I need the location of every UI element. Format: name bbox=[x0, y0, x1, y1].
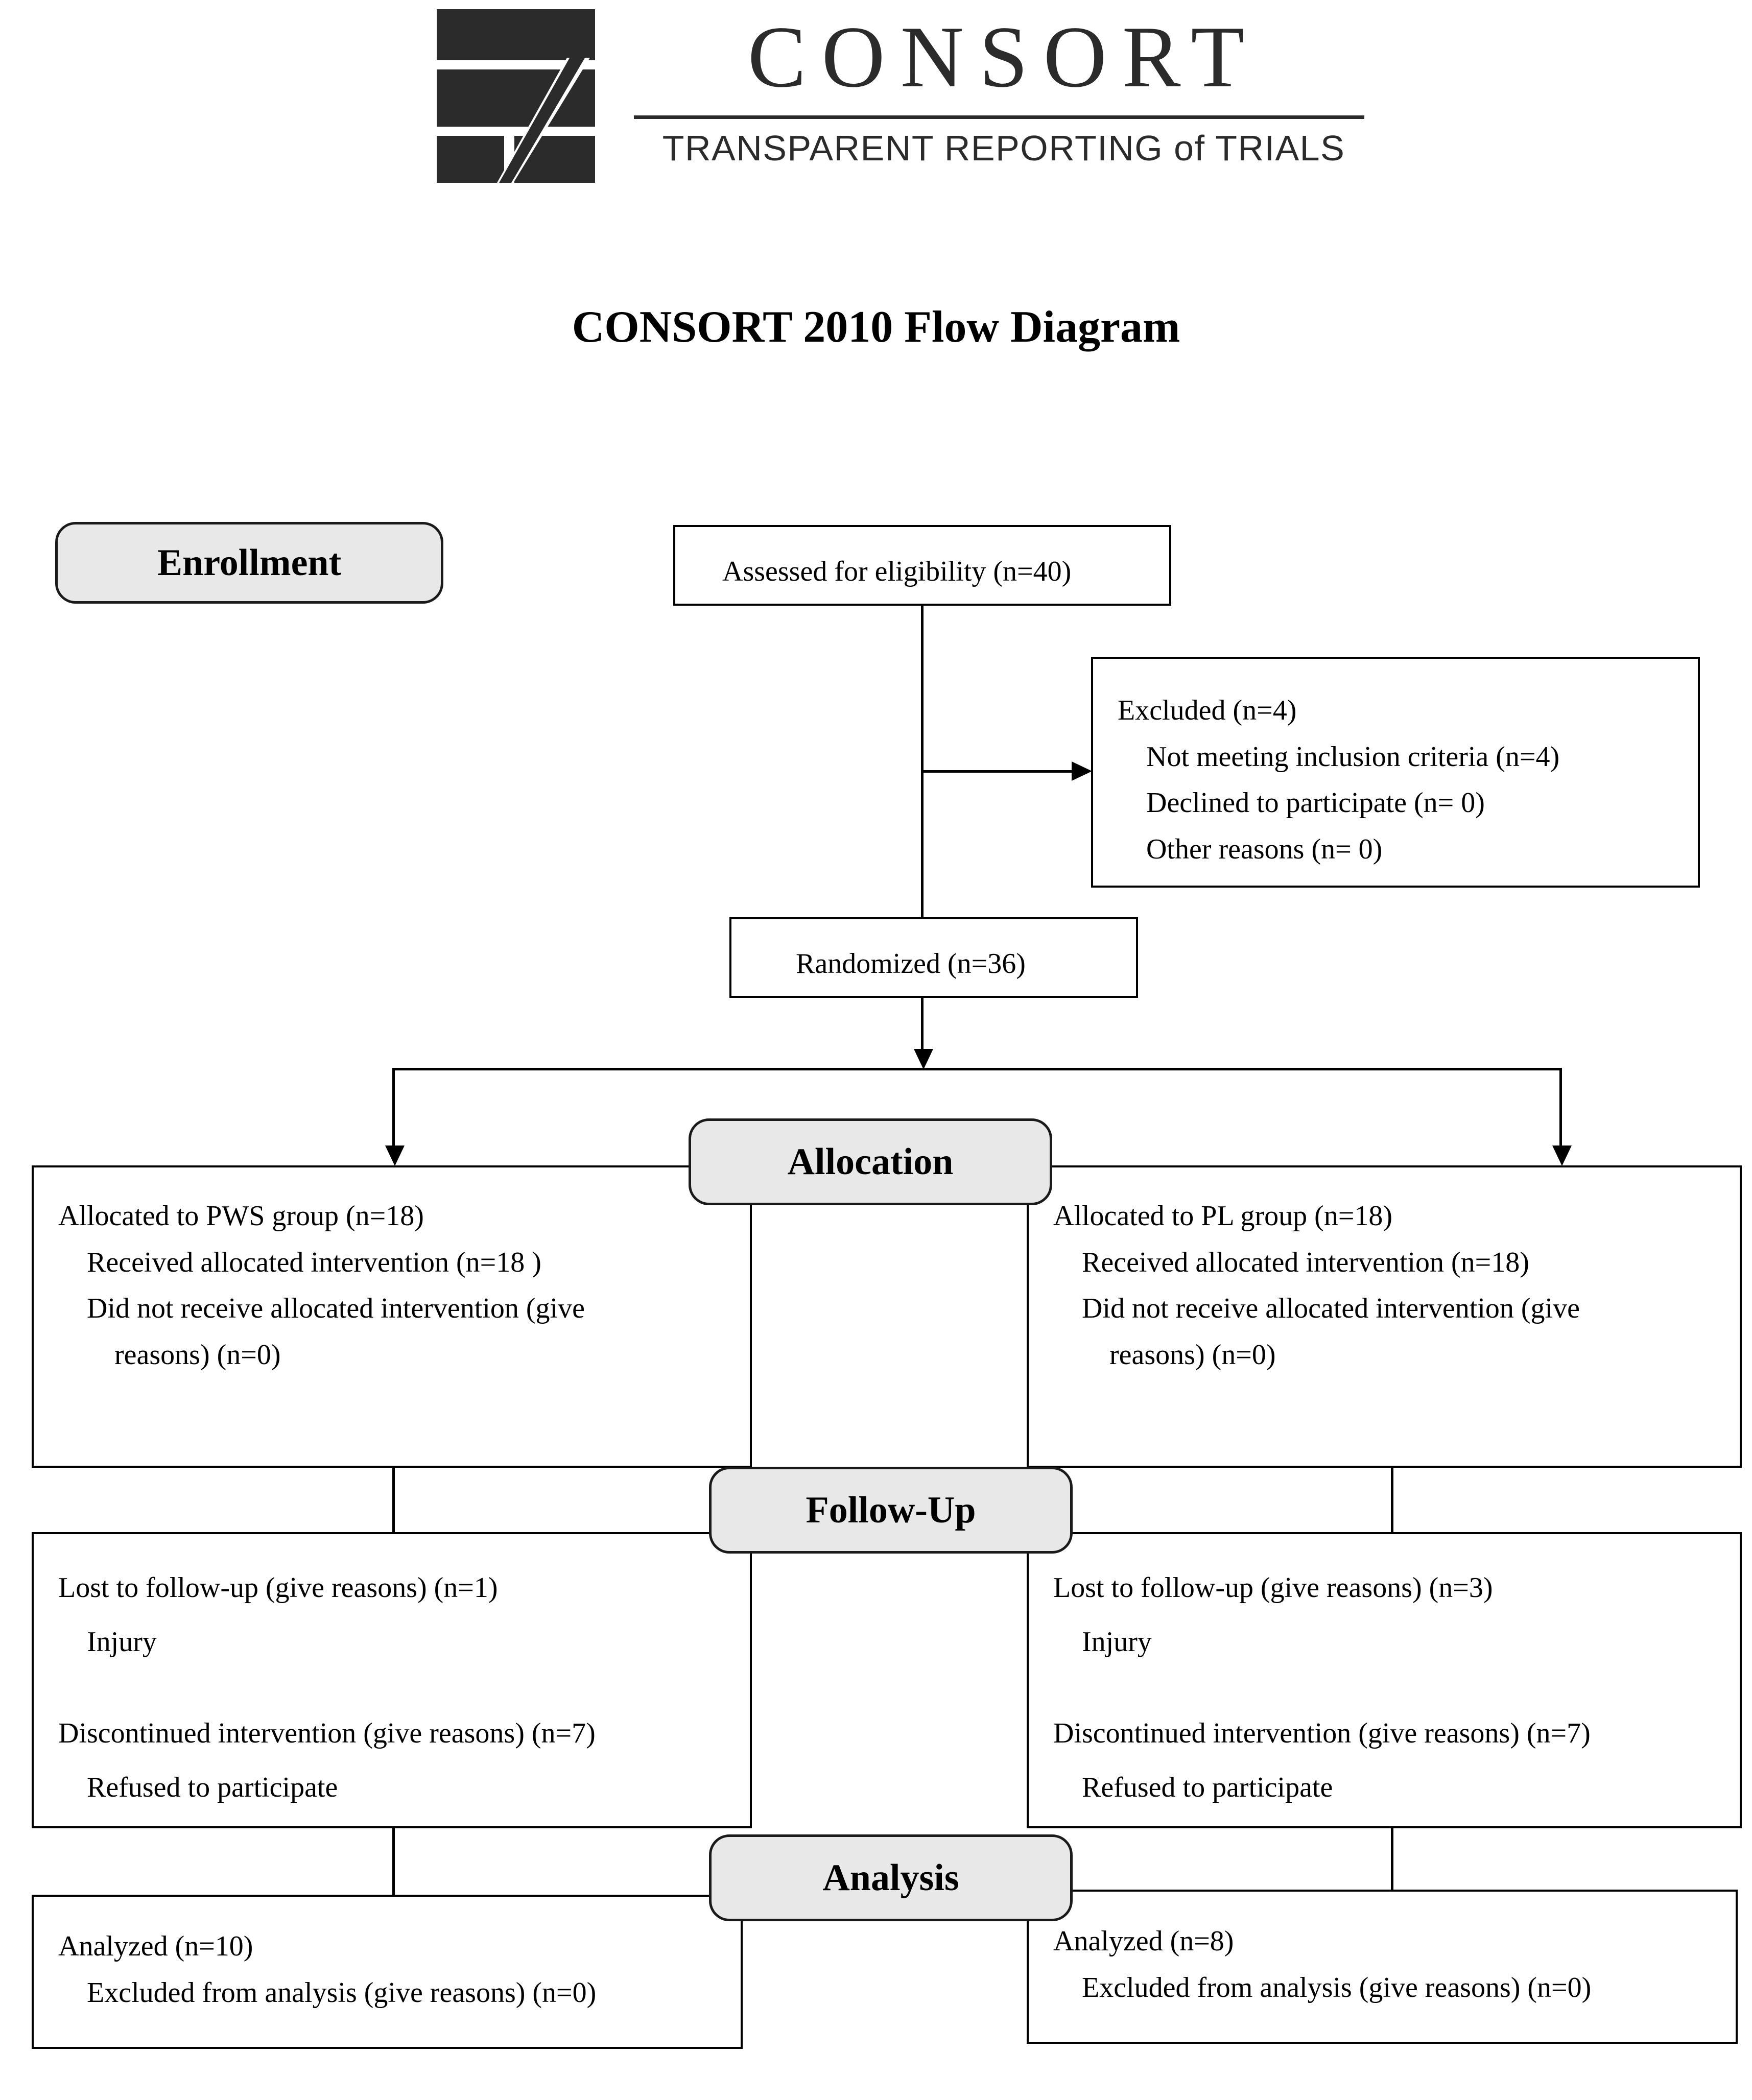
connector-randomized-down bbox=[921, 998, 924, 1049]
box-excluded: Excluded (n=4) Not meeting inclusion cri… bbox=[1091, 657, 1700, 888]
arrowhead-to-left-allocation bbox=[385, 1146, 405, 1166]
box-assessed-for-eligibility: Assessed for eligibility (n=40) bbox=[673, 525, 1171, 606]
arrowhead-randomized-to-split bbox=[914, 1049, 933, 1069]
box-analysis-pws: Analyzed (n=10) Excluded from analysis (… bbox=[32, 1895, 743, 2049]
excluded-title: Excluded (n=4) bbox=[1118, 695, 1297, 726]
randomized-text: Randomized (n=36) bbox=[796, 948, 1026, 980]
box-randomized: Randomized (n=36) bbox=[729, 917, 1138, 998]
box-followup-pws: Lost to follow-up (give reasons) (n=1) I… bbox=[32, 1532, 752, 1828]
followup-pl-spacer bbox=[1053, 1669, 1740, 1706]
excluded-reason-other: Other reasons (n= 0) bbox=[1146, 833, 1383, 866]
consort-wordmark: CONSORT bbox=[747, 9, 1260, 106]
box-followup-pl: Lost to follow-up (give reasons) (n=3) I… bbox=[1027, 1532, 1742, 1828]
excluded-reason-not-meeting-criteria: Not meeting inclusion criteria (n=4) bbox=[1146, 741, 1560, 773]
stage-badge-analysis: Analysis bbox=[709, 1834, 1073, 1921]
arrowhead-to-excluded bbox=[1072, 761, 1092, 781]
consort-logo: CONSORT TRANSPARENT REPORTING of TRIALS bbox=[437, 9, 1377, 183]
consort-logo-text: CONSORT TRANSPARENT REPORTING of TRIALS bbox=[631, 9, 1377, 183]
followup-pws-line-4: Refused to participate bbox=[87, 1772, 338, 1804]
connector-followup-pl-to-analysis bbox=[1391, 1828, 1393, 1926]
allocation-pws-line-1: Allocated to PWS group (n=18) bbox=[58, 1200, 424, 1232]
allocation-pws-line-2: Received allocated intervention (n=18 ) bbox=[87, 1246, 541, 1278]
connector-assessed-to-randomized bbox=[921, 606, 924, 917]
assessed-for-eligibility-text: Assessed for eligibility (n=40) bbox=[722, 556, 1072, 587]
stage-badge-allocation: Allocation bbox=[689, 1118, 1052, 1205]
logo-divider-rule bbox=[634, 115, 1364, 119]
connector-followup-pws-to-analysis bbox=[392, 1828, 395, 1926]
followup-pws-line-2: Injury bbox=[87, 1626, 157, 1658]
followup-pws-line-1: Lost to follow-up (give reasons) (n=1) bbox=[58, 1572, 498, 1604]
stage-badge-followup-label: Follow-Up bbox=[806, 1489, 976, 1531]
connector-alloc-pws-to-followup bbox=[392, 1468, 395, 1594]
followup-pws-spacer bbox=[58, 1669, 750, 1706]
allocation-pws-line-3: Did not receive allocated intervention (… bbox=[87, 1293, 585, 1325]
consort-tagline: TRANSPARENT REPORTING of TRIALS bbox=[662, 128, 1345, 168]
followup-pws-line-3: Discontinued intervention (give reasons)… bbox=[58, 1717, 596, 1749]
consort-logo-mark-icon bbox=[437, 9, 595, 183]
followup-pl-line-2: Injury bbox=[1082, 1626, 1152, 1658]
box-analysis-pl: Analyzed (n=8) Excluded from analysis (g… bbox=[1027, 1890, 1738, 2044]
stage-badge-allocation-label: Allocation bbox=[787, 1140, 954, 1183]
arrowhead-to-right-allocation bbox=[1552, 1146, 1572, 1166]
allocation-pl-line-2: Received allocated intervention (n=18) bbox=[1082, 1246, 1529, 1278]
connector-split-to-right-allocation bbox=[1559, 1068, 1562, 1146]
stage-badge-analysis-label: Analysis bbox=[822, 1856, 959, 1899]
box-allocation-pws: Allocated to PWS group (n=18) Received a… bbox=[32, 1165, 752, 1468]
allocation-pl-line-3: Did not receive allocated intervention (… bbox=[1082, 1293, 1580, 1325]
connector-assessed-to-excluded bbox=[921, 770, 1072, 773]
page-title: CONSORT 2010 Flow Diagram bbox=[572, 302, 1180, 352]
allocation-pl-line-4: reasons) (n=0) bbox=[1109, 1339, 1276, 1371]
analysis-pl-line-2: Excluded from analysis (give reasons) (n… bbox=[1082, 1971, 1592, 2003]
analysis-pl-line-1: Analyzed (n=8) bbox=[1053, 1925, 1234, 1957]
connector-split-to-left-allocation bbox=[392, 1068, 395, 1146]
stage-badge-enrollment: Enrollment bbox=[55, 522, 443, 604]
followup-pl-line-3: Discontinued intervention (give reasons)… bbox=[1053, 1717, 1591, 1749]
stage-badge-enrollment-label: Enrollment bbox=[157, 541, 342, 584]
followup-pl-line-1: Lost to follow-up (give reasons) (n=3) bbox=[1053, 1572, 1493, 1604]
followup-pl-line-4: Refused to participate bbox=[1082, 1772, 1333, 1804]
analysis-pws-line-1: Analyzed (n=10) bbox=[58, 1930, 253, 1962]
allocation-pl-line-1: Allocated to PL group (n=18) bbox=[1053, 1200, 1393, 1232]
box-allocation-pl: Allocated to PL group (n=18) Received al… bbox=[1027, 1165, 1742, 1468]
connector-alloc-pl-to-followup bbox=[1391, 1468, 1393, 1594]
excluded-reason-declined: Declined to participate (n= 0) bbox=[1146, 787, 1485, 819]
connector-allocation-split-bar bbox=[392, 1068, 1562, 1070]
analysis-pws-line-2: Excluded from analysis (give reasons) (n… bbox=[87, 1976, 597, 2009]
stage-badge-followup: Follow-Up bbox=[709, 1467, 1073, 1554]
allocation-pws-line-4: reasons) (n=0) bbox=[114, 1339, 281, 1371]
